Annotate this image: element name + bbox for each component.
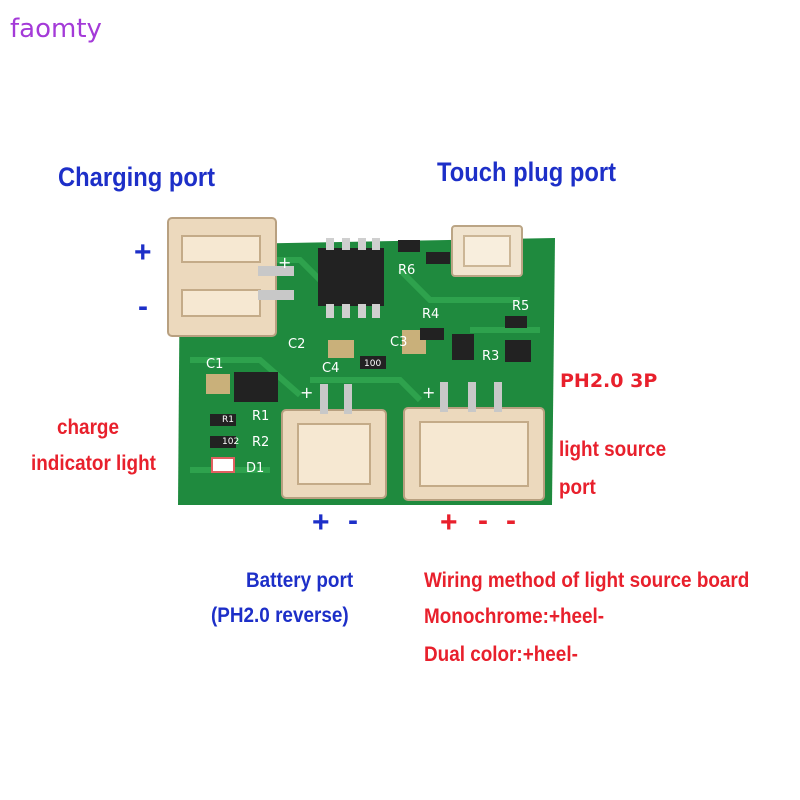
mark-res-100: 100: [364, 359, 381, 369]
mark-r5: R5: [512, 299, 529, 314]
battery-connector: [281, 384, 387, 499]
silkscreen-marks: R6 R5 R4 C1 C2 C3 C4 R3 R1 R2 D1 100 102…: [206, 253, 529, 476]
mark-r1: R1: [252, 409, 269, 424]
charge-indicator-label-line2: indicator light: [31, 452, 156, 475]
brand-watermark: faomty: [10, 14, 102, 44]
battery-plus-symbol: +: [312, 506, 330, 539]
monochrome-wiring: Monochrome:+heel-: [424, 605, 605, 628]
mark-c3: C3: [390, 335, 407, 350]
light-plus-symbol: +: [440, 506, 458, 539]
ic-chip: [318, 238, 384, 318]
charge-indicator-label-line1: charge: [57, 416, 119, 439]
charging-port-label: Charging port: [58, 162, 216, 192]
mark-res-102: 102: [222, 437, 239, 447]
ph-3p-label: PH2.0 3P: [560, 370, 658, 392]
charge-minus-symbol: -: [138, 290, 148, 323]
mark-r3: R3: [482, 349, 499, 364]
mark-plus-3: +: [422, 383, 435, 402]
wiring-method-title: Wiring method of light source board: [424, 569, 750, 592]
light-source-connector: [403, 382, 545, 501]
mark-c4: C4: [322, 361, 339, 376]
light-source-label-line2: port: [559, 476, 596, 499]
mark-plus-1: +: [278, 253, 291, 272]
smd-components: [206, 240, 531, 473]
mark-plus-2: +: [300, 383, 313, 402]
battery-minus-symbol: -: [348, 504, 358, 537]
mark-r2: R2: [252, 435, 269, 450]
light-source-label-line1: light source: [559, 438, 667, 461]
mark-r4: R4: [422, 307, 439, 322]
mark-c1: C1: [206, 357, 223, 372]
light-minus-symbol-2: -: [506, 504, 516, 537]
charge-plus-symbol: +: [134, 236, 152, 269]
mark-r6: R6: [398, 263, 415, 278]
mark-c2: C2: [288, 337, 305, 352]
touch-plug-connector: [451, 225, 523, 277]
charging-connector: [167, 217, 294, 337]
battery-port-note: (PH2.0 reverse): [211, 604, 349, 627]
light-minus-symbol-1: -: [478, 504, 488, 537]
mark-res-r1: R1: [222, 415, 234, 425]
touch-plug-port-label: Touch plug port: [437, 157, 617, 187]
dual-color-wiring: Dual color:+heel-: [424, 643, 578, 666]
battery-port-label: Battery port: [246, 569, 354, 592]
mark-d1: D1: [246, 461, 264, 476]
